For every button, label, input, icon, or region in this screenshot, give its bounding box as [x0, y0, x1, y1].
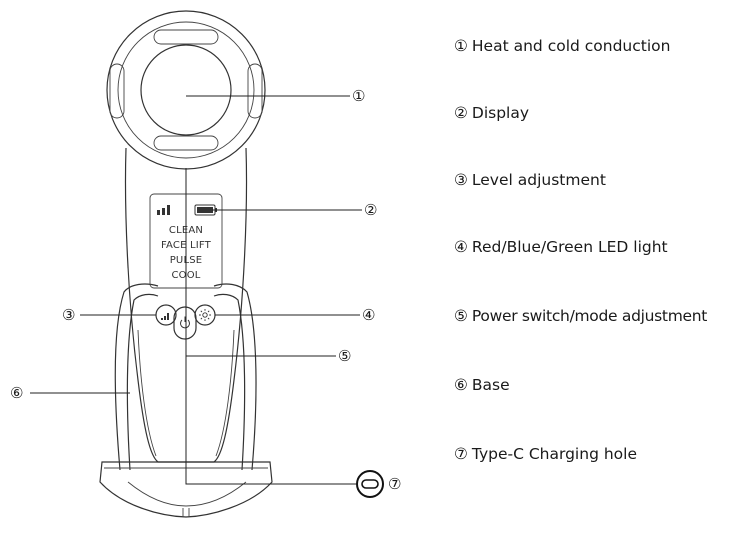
- callout-3: ③: [62, 306, 75, 324]
- display-screen: CLEAN FACE LIFT PULSE COOL: [157, 204, 217, 281]
- legend-text: Heat and cold conduction: [471, 37, 671, 55]
- device-head: [106, 10, 266, 170]
- callout-7: ⑦: [388, 475, 401, 493]
- sun-icon: [199, 309, 211, 321]
- leader-lines: [30, 95, 362, 485]
- legend-number: ⑥: [454, 376, 468, 394]
- led-button: [194, 304, 216, 326]
- legend-text: Base: [471, 376, 510, 394]
- callout-2: ②: [364, 201, 377, 219]
- legend-text: Level adjustment: [471, 171, 606, 189]
- callout-6: ⑥: [10, 384, 23, 402]
- usb-c-port-icon: [356, 470, 384, 498]
- level-button: [155, 304, 177, 326]
- legend-number: ⑤: [454, 307, 468, 325]
- power-button: [173, 306, 197, 340]
- power-icon: [180, 316, 190, 329]
- legend-text: Display: [471, 104, 530, 122]
- legend-number: ④: [454, 238, 468, 256]
- legend-number: ③: [454, 171, 468, 189]
- signal-bars-icon: [157, 205, 170, 215]
- signal-bars-icon: [161, 313, 169, 320]
- legend-number: ②: [454, 104, 468, 122]
- legend-text: Red/Blue/Green LED light: [471, 238, 668, 256]
- legend-number: ⑦: [454, 445, 468, 463]
- callout-1: ①: [352, 87, 365, 105]
- legend-number: ①: [454, 37, 468, 55]
- callout-4: ④: [362, 306, 375, 324]
- legend-text: Type-C Charging hole: [471, 445, 637, 463]
- callout-5: ⑤: [338, 347, 351, 365]
- legend-text: Power switch/mode adjustment: [471, 307, 708, 325]
